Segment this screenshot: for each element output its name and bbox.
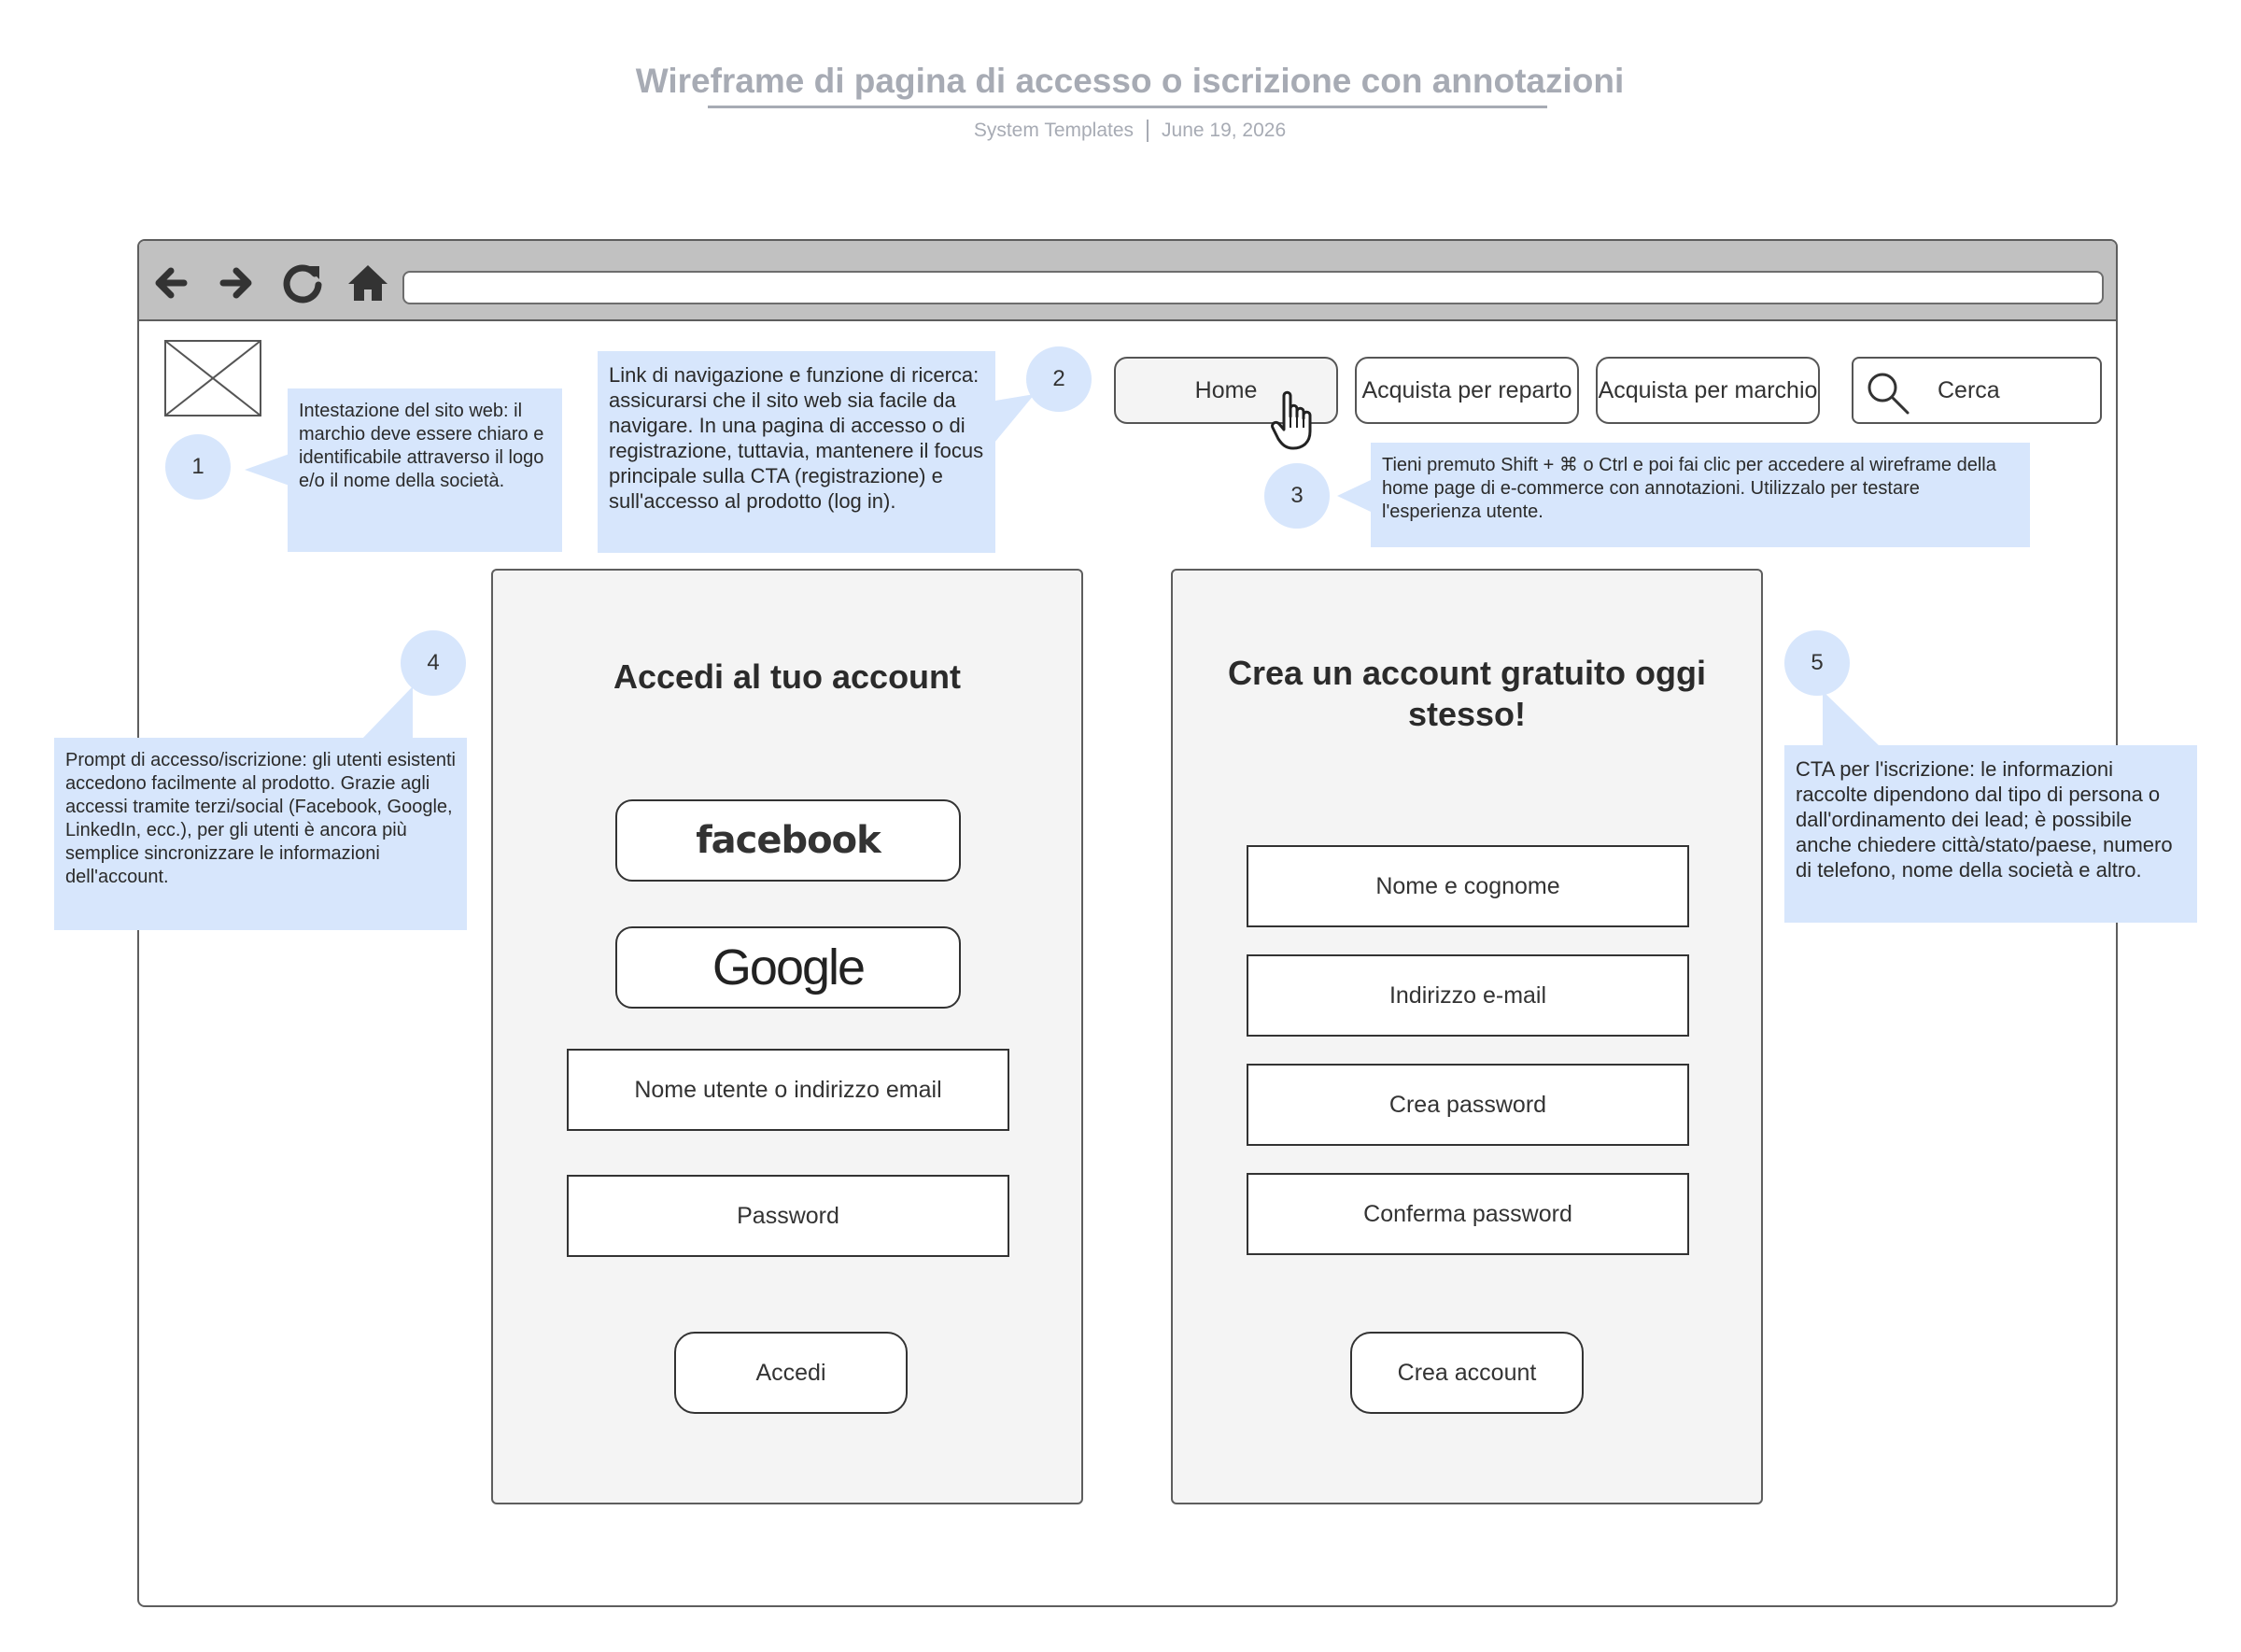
- search-icon: [1868, 373, 1910, 415]
- create-account-button[interactable]: Crea account: [1350, 1332, 1584, 1414]
- browser-toolbar: [139, 241, 2116, 321]
- meta-divider: [1147, 120, 1149, 143]
- document-author: System Templates: [973, 120, 1135, 141]
- facebook-logo-text: facebook: [696, 819, 881, 862]
- document-meta: System Templates June 19, 2026: [0, 120, 2241, 143]
- full-name-field[interactable]: Nome e cognome: [1247, 845, 1689, 927]
- site-logo-placeholder: [164, 340, 261, 417]
- confirm-password-field[interactable]: Conferma password: [1247, 1173, 1689, 1255]
- annotation-pointer-2: [990, 394, 1035, 448]
- create-password-field[interactable]: Crea password: [1247, 1064, 1689, 1146]
- forward-arrow-icon[interactable]: [212, 258, 262, 308]
- nav-shop-brand-button[interactable]: Acquista per marchio: [1596, 357, 1820, 424]
- home-icon[interactable]: [343, 258, 393, 308]
- document-title: Wireframe di pagina di accesso o iscrizi…: [635, 62, 1625, 100]
- annotation-pointer-4: [362, 686, 413, 739]
- login-submit-button[interactable]: Accedi: [674, 1332, 908, 1414]
- google-logo-text: Google: [712, 939, 866, 995]
- annotation-note-5: CTA per l'iscrizione: le informazioni ra…: [1784, 745, 2197, 923]
- search-label: Cerca: [1938, 377, 2000, 403]
- address-bar[interactable]: [402, 271, 2104, 304]
- annotation-pointer-1: [245, 454, 289, 486]
- title-underline: [708, 106, 1547, 108]
- google-login-button[interactable]: Google: [615, 926, 961, 1009]
- annotation-badge-3: 3: [1264, 463, 1330, 529]
- reload-icon[interactable]: [277, 258, 328, 308]
- login-password-field[interactable]: Password: [567, 1175, 1009, 1257]
- annotation-note-1: Intestazione del sito web: il marchio de…: [288, 388, 562, 552]
- annotation-pointer-5: [1823, 691, 1881, 747]
- hand-cursor-icon: [1271, 390, 1312, 450]
- annotation-note-2: Link di navigazione e funzione di ricerc…: [598, 351, 995, 553]
- login-panel: Accedi al tuo account facebook Google No…: [491, 569, 1083, 1504]
- signup-panel: Crea un account gratuito oggi stesso! No…: [1171, 569, 1763, 1504]
- annotation-badge-1: 1: [165, 434, 231, 500]
- annotation-pointer-3: [1337, 480, 1371, 512]
- annotation-badge-2: 2: [1026, 346, 1092, 412]
- document-date: June 19, 2026: [1162, 120, 1287, 141]
- annotation-note-4: Prompt di accesso/iscrizione: gli utenti…: [54, 738, 467, 930]
- facebook-login-button[interactable]: facebook: [615, 799, 961, 882]
- search-box[interactable]: Cerca: [1852, 357, 2102, 424]
- annotation-note-3: Tieni premuto Shift + ⌘ o Ctrl e poi fai…: [1371, 443, 2030, 547]
- username-email-field[interactable]: Nome utente o indirizzo email: [567, 1049, 1009, 1131]
- signup-title: Crea un account gratuito oggi stesso!: [1227, 654, 1706, 733]
- annotation-badge-5: 5: [1784, 630, 1850, 696]
- nav-shop-department-button[interactable]: Acquista per reparto: [1355, 357, 1579, 424]
- annotation-badge-4: 4: [401, 630, 466, 696]
- login-title: Accedi al tuo account: [613, 657, 962, 696]
- email-field[interactable]: Indirizzo e-mail: [1247, 954, 1689, 1037]
- back-arrow-icon[interactable]: [147, 258, 197, 308]
